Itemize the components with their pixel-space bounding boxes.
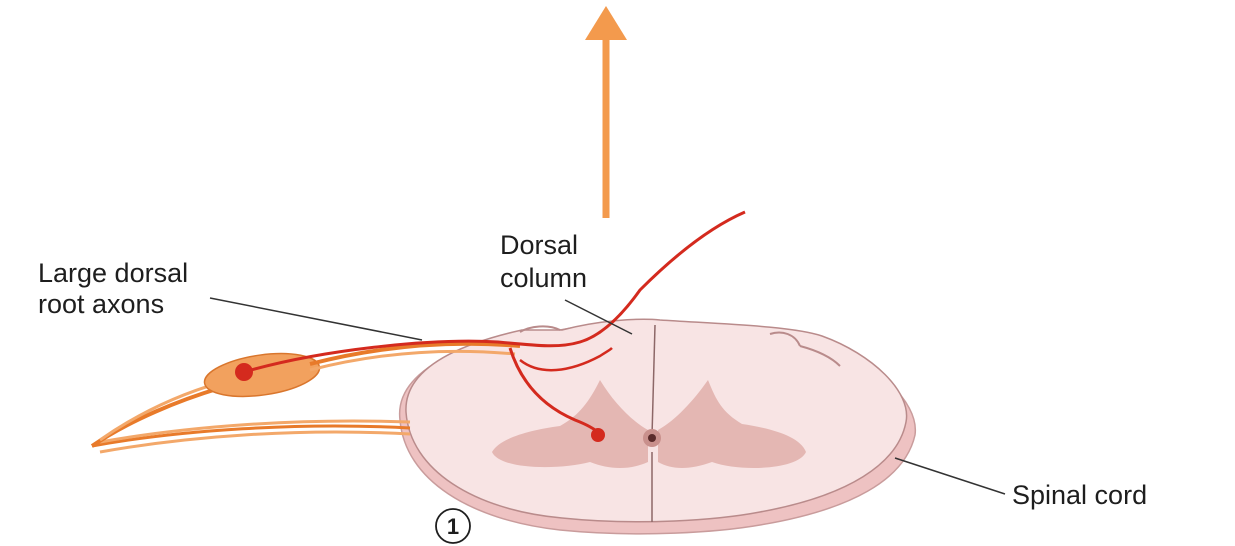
central-canal-core bbox=[648, 434, 656, 442]
figure-number: 1 bbox=[447, 514, 459, 539]
arrow-head bbox=[585, 6, 627, 40]
synapse-terminal bbox=[591, 428, 605, 442]
label-dorsal-column-line2: column bbox=[500, 263, 587, 293]
label-large-dorsal-root-axons-line1: Large dorsal bbox=[38, 258, 188, 288]
ascending-arrow bbox=[585, 6, 627, 218]
label-spinal-cord: Spinal cord bbox=[1012, 480, 1147, 510]
label-large-dorsal-root-axons-line2: root axons bbox=[38, 289, 164, 319]
cord-surface bbox=[406, 319, 907, 521]
leader-line-large-dorsal-root-axons bbox=[210, 298, 422, 340]
leader-line-spinal-cord bbox=[895, 458, 1005, 494]
dorsal-root-ganglion bbox=[202, 347, 322, 403]
label-dorsal-column-line1: Dorsal bbox=[500, 230, 578, 260]
